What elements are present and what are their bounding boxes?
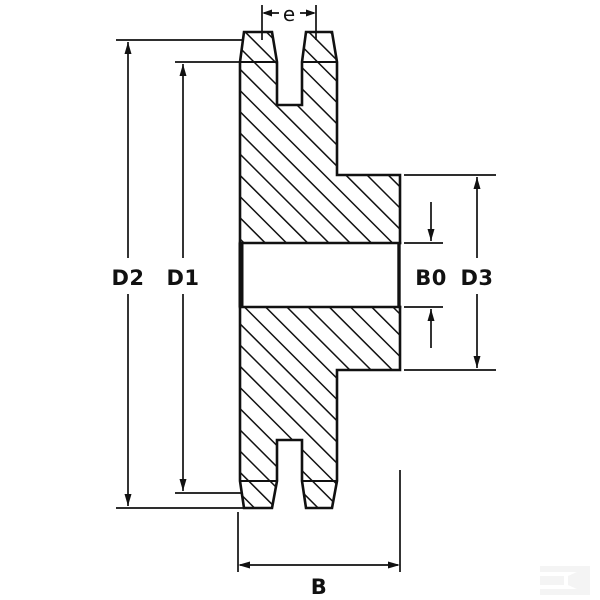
- dimension-label-D1: D1: [166, 266, 199, 290]
- dimension-label-D2: D2: [111, 266, 144, 290]
- arrowhead-D1-bottom: [179, 479, 187, 491]
- brand-watermark-icon: [540, 566, 590, 595]
- arrowhead-D1-top: [179, 64, 187, 76]
- dimension-label-e: e: [283, 2, 295, 26]
- arrowhead-B-left: [238, 561, 250, 569]
- dimension-label-B: B: [311, 575, 328, 599]
- hatch-region-lower-body: [240, 307, 400, 481]
- hatch-tooth-bottom-left: [240, 481, 277, 508]
- arrowhead-B0-top: [427, 229, 435, 241]
- sprocket-body-outline: [238, 30, 402, 510]
- arrowhead-D3-top: [473, 177, 481, 189]
- label-backdrop-D3: [455, 258, 499, 294]
- arrowhead-D2-top: [124, 42, 132, 54]
- arrowhead-B-right: [388, 561, 400, 569]
- arrowhead-D3-bottom: [473, 356, 481, 368]
- dimension-e: e: [261, 2, 317, 40]
- arrowhead-e-left: [262, 9, 272, 17]
- dimension-D1: D1: [161, 61, 243, 494]
- label-backdrop-D2: [106, 258, 150, 294]
- dimension-D3: D3: [404, 174, 499, 371]
- hatch-tooth-top-right: [302, 32, 337, 62]
- arrowhead-B0-bottom: [427, 309, 435, 321]
- dimension-label-D3: D3: [460, 266, 493, 290]
- dimension-B0: B0: [404, 202, 447, 348]
- hatch-tooth-bottom-right: [302, 481, 337, 508]
- arrowhead-D2-bottom: [124, 494, 132, 506]
- dimension-B: B: [237, 470, 401, 599]
- label-backdrop-e: [279, 3, 300, 24]
- hatch-tooth-top-left: [240, 32, 277, 62]
- arrowhead-e-right: [306, 9, 316, 17]
- section-hatching: [240, 62, 400, 481]
- dimension-D2: D2: [106, 39, 243, 509]
- dimension-label-B0: B0: [415, 266, 447, 290]
- label-backdrop-D1: [161, 258, 205, 294]
